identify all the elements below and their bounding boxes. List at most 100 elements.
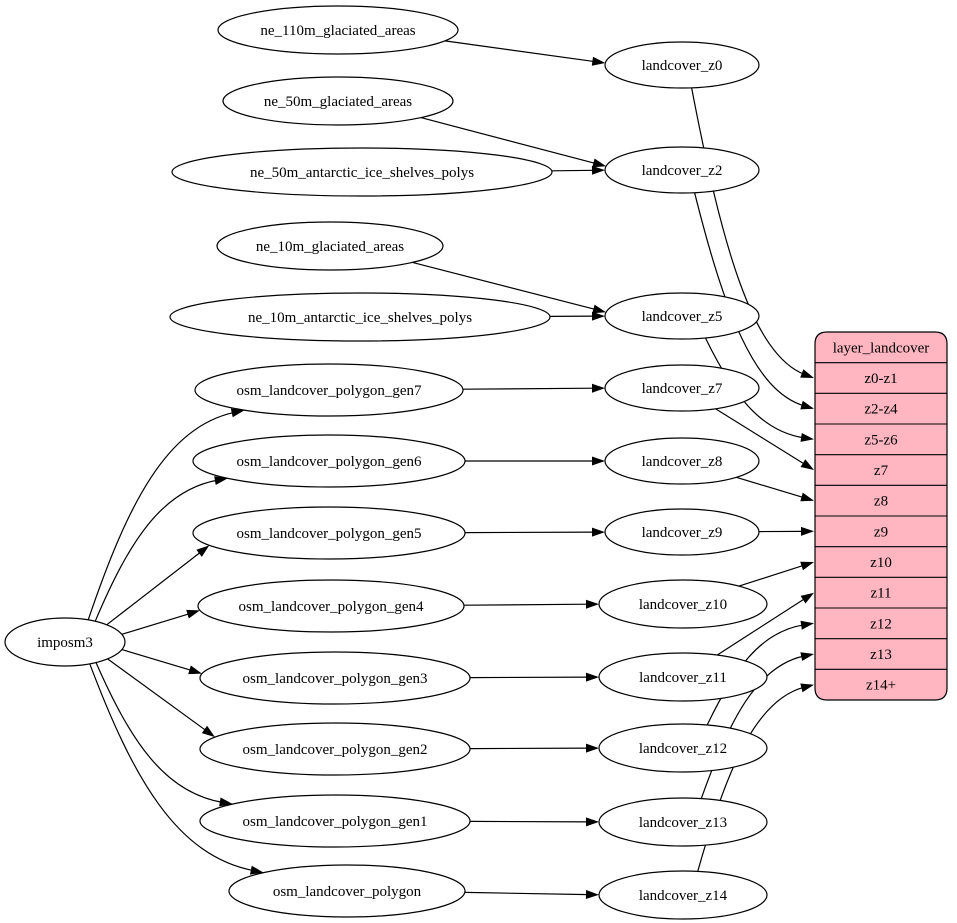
edge-landcover_z2-to-layer_landcover-z2-z4 (694, 192, 805, 407)
node-ellipse-landcover_z14 (598, 870, 768, 920)
node-ellipse-imposm3 (4, 617, 126, 667)
table-row-z12: z12 (870, 616, 892, 632)
edge-imposm3-to-osm_landcover_polygon_gen1 (95, 662, 223, 803)
node-label-landcover_z14: landcover_z14 (639, 888, 728, 904)
node-ne_50m_glaciated_areas: ne_50m_glaciated_areas (222, 76, 454, 126)
node-label-osm_landcover_polygon_gen1: osm_landcover_polygon_gen1 (243, 814, 428, 830)
node-label-osm_landcover_polygon_gen6: osm_landcover_polygon_gen6 (237, 454, 422, 470)
arrowhead-imposm3-to-osm_landcover_polygon_gen4 (186, 609, 200, 619)
table-row-z2-z4: z2-z4 (864, 402, 898, 418)
node-label-osm_landcover_polygon_gen4: osm_landcover_polygon_gen4 (239, 599, 424, 615)
edge-landcover_z8-to-layer_landcover-z8 (736, 476, 805, 499)
node-label-landcover_z0: landcover_z0 (642, 58, 723, 74)
edge-osm_landcover_polygon_gen1-to-landcover_z13 (469, 820, 590, 823)
arrowhead-imposm3-to-osm_landcover_polygon_gen1 (219, 797, 233, 807)
node-osm_landcover_polygon_gen7: osm_landcover_polygon_gen7 (194, 363, 464, 417)
node-label-landcover_z13: landcover_z13 (639, 815, 727, 831)
node-label-osm_landcover_polygon_gen3: osm_landcover_polygon_gen3 (243, 671, 428, 687)
node-landcover_z8: landcover_z8 (604, 437, 760, 485)
node-ellipse-osm_landcover_polygon (228, 864, 466, 918)
edge-imposm3-to-osm_landcover_polygon_gen7 (87, 411, 235, 621)
node-label-osm_landcover_polygon_gen5: osm_landcover_polygon_gen5 (237, 526, 422, 542)
node-label-osm_landcover_polygon_gen7: osm_landcover_polygon_gen7 (237, 383, 422, 399)
node-ellipse-ne_10m_glaciated_areas (216, 221, 444, 271)
node-label-landcover_z8: landcover_z8 (642, 454, 723, 470)
node-landcover_z2: landcover_z2 (604, 146, 760, 194)
node-osm_landcover_polygon_gen2: osm_landcover_polygon_gen2 (199, 722, 471, 776)
node-landcover_z14: landcover_z14 (598, 870, 768, 920)
node-ellipse-osm_landcover_polygon_gen4 (197, 579, 465, 633)
arrowhead-ne_50m_glaciated_areas-to-landcover_z2 (592, 158, 607, 168)
table-row-z5-z6: z5-z6 (864, 432, 898, 448)
arrowhead-osm_landcover_polygon_gen1-to-landcover_z13 (586, 817, 599, 827)
arrowhead-landcover_z14-to-layer_landcover-z14+ (800, 683, 814, 693)
node-ne_10m_glaciated_areas: ne_10m_glaciated_areas (216, 221, 444, 271)
node-osm_landcover_polygon_gen3: osm_landcover_polygon_gen3 (199, 651, 471, 705)
node-landcover_z11: landcover_z11 (598, 652, 768, 702)
arrowhead-landcover_z8-to-layer_landcover-z8 (800, 492, 814, 502)
table-layer-landcover: layer_landcoverz0-z1z2-z4z5-z6z7z8z9z10z… (814, 331, 948, 701)
arrowhead-osm_landcover_polygon_gen4-to-landcover_z10 (586, 599, 599, 609)
node-ellipse-landcover_z13 (598, 797, 768, 847)
node-label-ne_50m_glaciated_areas: ne_50m_glaciated_areas (264, 94, 412, 110)
edge-landcover_z10-to-layer_landcover-z10 (738, 564, 805, 587)
table-row-z14+: z14+ (866, 678, 896, 694)
node-ellipse-osm_landcover_polygon_gen5 (192, 506, 466, 560)
node-label-ne_10m_glaciated_areas: ne_10m_glaciated_areas (256, 239, 404, 255)
nodes: imposm3 ne_110m_glaciated_areas ne_50m_gla… (4, 5, 768, 920)
arrowhead-osm_landcover_polygon_gen3-to-landcover_z11 (586, 672, 599, 682)
arrowhead-imposm3-to-osm_landcover_polygon (250, 865, 264, 875)
node-label-landcover_z2: landcover_z2 (642, 163, 723, 179)
node-osm_landcover_polygon_gen4: osm_landcover_polygon_gen4 (197, 579, 465, 633)
node-ne_110m_glaciated_areas: ne_110m_glaciated_areas (217, 5, 459, 55)
node-osm_landcover_polygon_gen1: osm_landcover_polygon_gen1 (199, 794, 471, 848)
node-ellipse-ne_10m_antarctic_ice_shelves_polys (169, 292, 551, 342)
edge-osm_landcover_polygon_gen3-to-landcover_z11 (469, 676, 590, 679)
edge-imposm3-to-osm_landcover_polygon_gen6 (94, 479, 219, 622)
arrowhead-osm_landcover_polygon-to-landcover_z14 (585, 890, 599, 899)
edge-landcover_z7-to-layer_landcover-z7 (715, 408, 806, 466)
node-ellipse-landcover_z9 (604, 508, 760, 556)
node-landcover_z0: landcover_z0 (604, 41, 760, 89)
node-ellipse-landcover_z7 (604, 364, 760, 412)
node-landcover_z5: landcover_z5 (604, 292, 760, 340)
arrowhead-landcover_z11-to-layer_landcover-z11 (800, 592, 814, 604)
node-label-imposm3: imposm3 (37, 635, 93, 651)
arrowhead-landcover_z7-to-layer_landcover-z7 (800, 459, 814, 470)
edge-osm_landcover_polygon_gen7-to-landcover_z7 (462, 387, 596, 390)
node-ellipse-landcover_z2 (604, 146, 760, 194)
node-landcover_z13: landcover_z13 (598, 797, 768, 847)
node-label-osm_landcover_polygon_gen2: osm_landcover_polygon_gen2 (243, 742, 428, 758)
arrowhead-imposm3-to-osm_landcover_polygon_gen6 (214, 476, 228, 485)
arrowhead-landcover_z5-to-layer_landcover-z5-z6 (800, 433, 814, 442)
edge-landcover_z13-to-layer_landcover-z13 (700, 655, 805, 799)
arrowhead-landcover_z9-to-layer_landcover-z9 (801, 526, 814, 536)
node-ne_50m_antarctic_ice_shelves_polys: ne_50m_antarctic_ice_shelves_polys (171, 147, 553, 197)
edge-imposm3-to-osm_landcover_polygon_gen4 (121, 612, 191, 635)
node-label-osm_landcover_polygon: osm_landcover_polygon (273, 884, 422, 900)
node-label-ne_50m_antarctic_ice_shelves_polys: ne_50m_antarctic_ice_shelves_polys (250, 165, 474, 181)
edge-landcover_z12-to-layer_landcover-z12 (706, 624, 805, 726)
arrowhead-landcover_z10-to-layer_landcover-z10 (800, 561, 814, 571)
arrowhead-ne_10m_antarctic_ice_shelves_polys-to-landcover_z5 (592, 311, 605, 321)
node-label-landcover_z10: landcover_z10 (639, 597, 727, 613)
node-ellipse-landcover_z10 (598, 579, 768, 629)
edge-ne_50m_antarctic_ice_shelves_polys-to-landcover_z2 (551, 169, 596, 172)
node-ellipse-landcover_z8 (604, 437, 760, 485)
node-label-landcover_z11: landcover_z11 (639, 670, 727, 686)
arrowhead-imposm3-to-osm_landcover_polygon_gen7 (230, 408, 245, 418)
edge-imposm3-to-osm_landcover_polygon_gen5 (106, 551, 202, 626)
node-ellipse-landcover_z0 (604, 41, 760, 89)
arrowhead-landcover_z0-to-layer_landcover-z0-z1 (800, 369, 814, 378)
table-row-z11: z11 (870, 586, 891, 602)
node-landcover_z12: landcover_z12 (598, 723, 768, 773)
arrowhead-ne_10m_glaciated_areas-to-landcover_z5 (592, 304, 606, 314)
table-row-z7: z7 (874, 463, 889, 479)
node-ellipse-osm_landcover_polygon_gen6 (192, 434, 466, 488)
arrowhead-imposm3-to-osm_landcover_polygon_gen2 (201, 725, 215, 738)
edge-landcover_z5-to-layer_landcover-z5-z6 (704, 337, 805, 439)
node-label-ne_110m_glaciated_areas: ne_110m_glaciated_areas (260, 23, 415, 39)
node-ellipse-osm_landcover_polygon_gen7 (194, 363, 464, 417)
